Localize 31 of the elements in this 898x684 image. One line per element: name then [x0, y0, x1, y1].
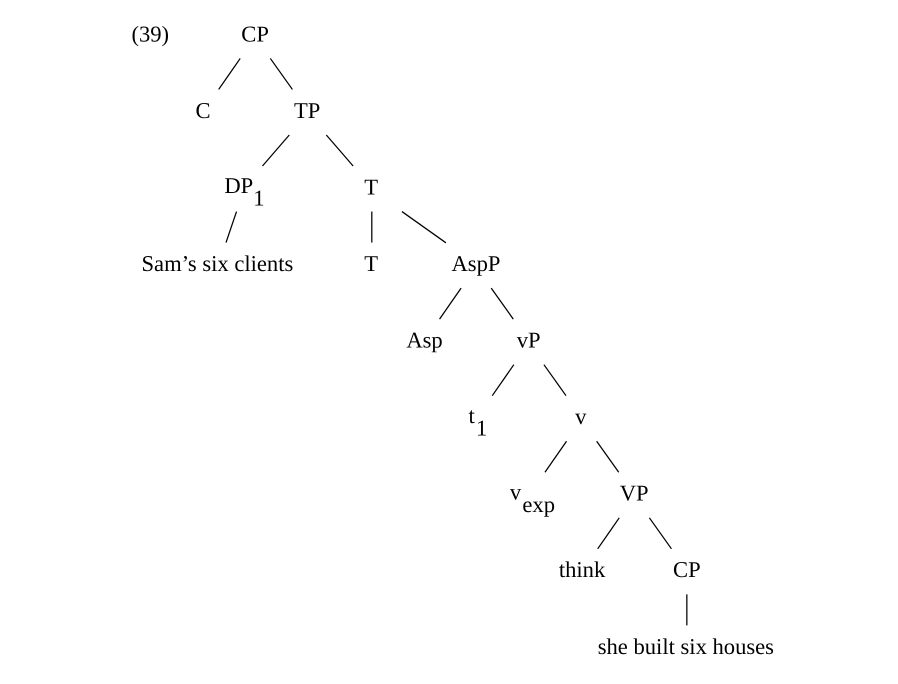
- connector: [371, 212, 372, 243]
- node-text: she built six houses: [598, 634, 774, 659]
- connector: [544, 440, 568, 473]
- connector: [648, 517, 672, 550]
- node-text: TP: [294, 98, 320, 123]
- node-text: CP: [241, 21, 269, 46]
- label: (39): [131, 21, 170, 46]
- connector: [225, 211, 238, 243]
- connector: [490, 288, 514, 320]
- node-text: C: [195, 98, 211, 123]
- connector: [262, 134, 290, 166]
- node-text: think: [558, 557, 606, 582]
- node-text: vP: [516, 328, 541, 353]
- node-text: CP: [673, 557, 701, 582]
- node-text: Sam’s six clients: [141, 250, 294, 276]
- node-text: VP: [620, 480, 649, 506]
- connector: [686, 594, 688, 626]
- connector: [439, 288, 462, 320]
- connector: [492, 364, 514, 396]
- connector: [270, 58, 293, 90]
- connector: [402, 211, 446, 244]
- node-text: AspP: [452, 250, 500, 276]
- node-text: Asp: [406, 328, 443, 353]
- connector: [326, 134, 354, 166]
- node-text: v: [575, 404, 586, 430]
- connector: [597, 517, 620, 550]
- node-text: T: [364, 174, 378, 200]
- connector: [596, 440, 620, 473]
- connector: [218, 58, 241, 90]
- node-text: T: [364, 250, 378, 276]
- connector: [543, 364, 567, 396]
